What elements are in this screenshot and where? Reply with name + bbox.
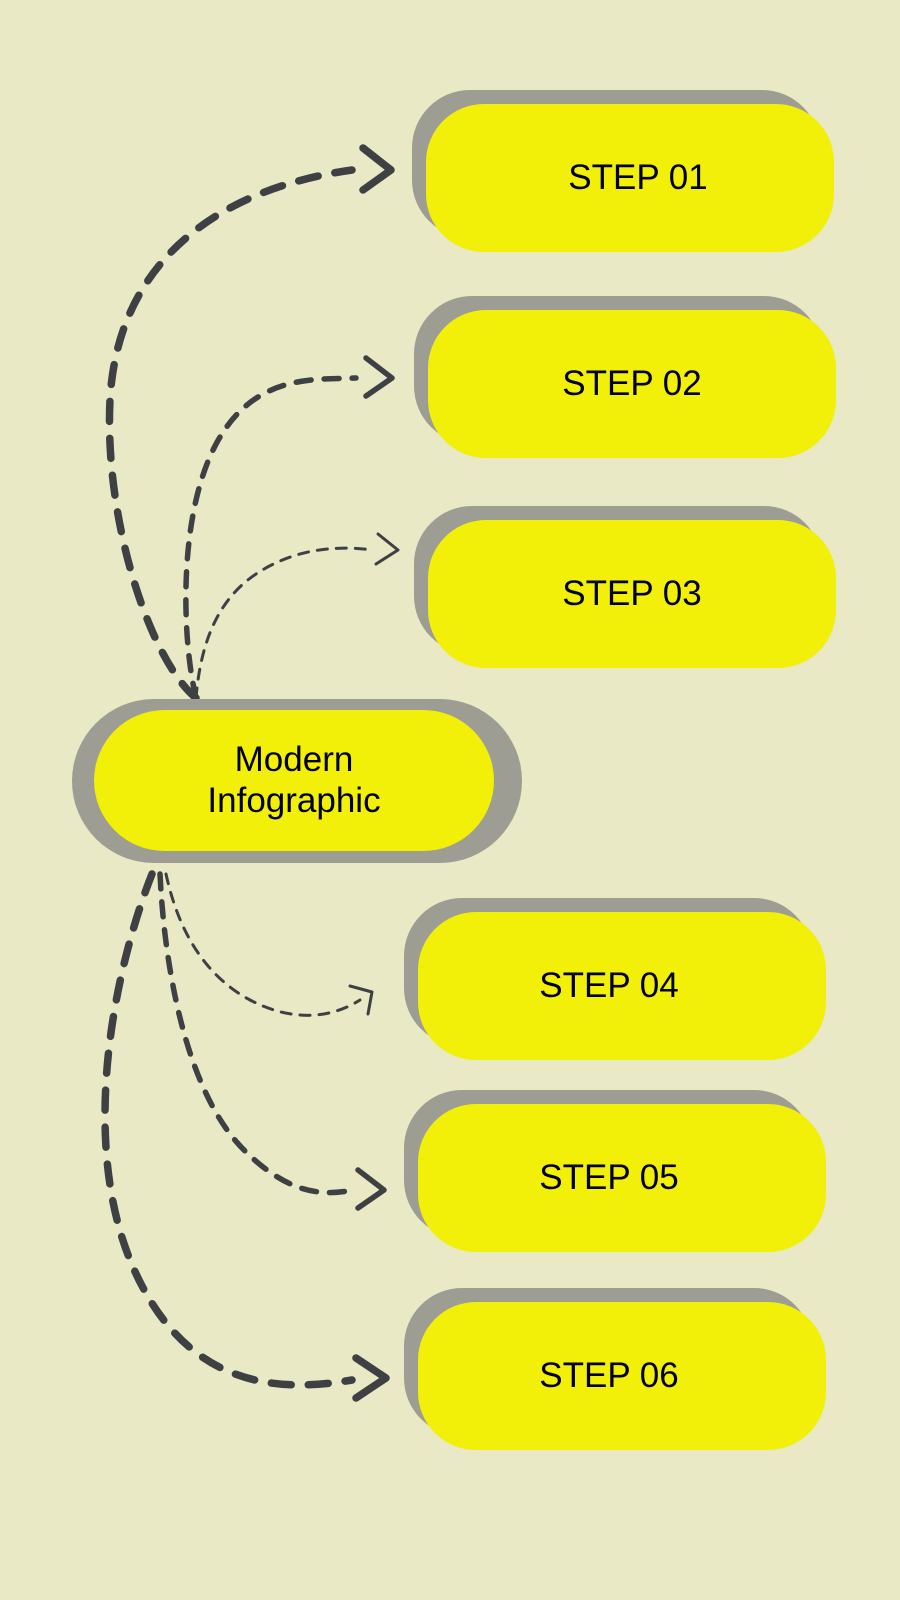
center-node-face	[94, 710, 494, 851]
step-card-step-03[interactable]: STEP 03	[414, 506, 836, 668]
step-card-face	[418, 1104, 826, 1252]
step-card-step-01[interactable]: STEP 01	[412, 90, 834, 252]
step-card-step-04[interactable]: STEP 04	[404, 898, 826, 1060]
step-card-label: STEP 02	[562, 363, 702, 403]
step-card-face	[418, 1302, 826, 1450]
step-card-step-05[interactable]: STEP 05	[404, 1090, 826, 1252]
step-card-label: STEP 05	[539, 1157, 679, 1197]
connector-to-step-03	[194, 532, 400, 700]
step-card-label: STEP 01	[568, 157, 708, 197]
connector-to-step-05	[157, 871, 387, 1211]
step-card-face	[418, 912, 826, 1060]
center-node-title: Modern Infographic	[207, 739, 381, 820]
connector-to-step-06	[101, 870, 390, 1402]
step-card-step-02[interactable]: STEP 02	[414, 296, 836, 458]
step-card-face	[426, 104, 834, 252]
step-card-step-06[interactable]: STEP 06	[404, 1288, 826, 1450]
connector-to-step-04	[164, 872, 374, 1017]
connector-to-step-01	[105, 144, 395, 702]
step-card-face	[428, 520, 836, 668]
step-card-label: STEP 04	[539, 965, 679, 1005]
step-card-face	[428, 310, 836, 458]
connector-to-step-02	[183, 355, 395, 701]
step-card-label: STEP 06	[539, 1355, 679, 1395]
center-node[interactable]: Modern Infographic	[72, 699, 522, 863]
step-card-label: STEP 03	[562, 573, 702, 613]
